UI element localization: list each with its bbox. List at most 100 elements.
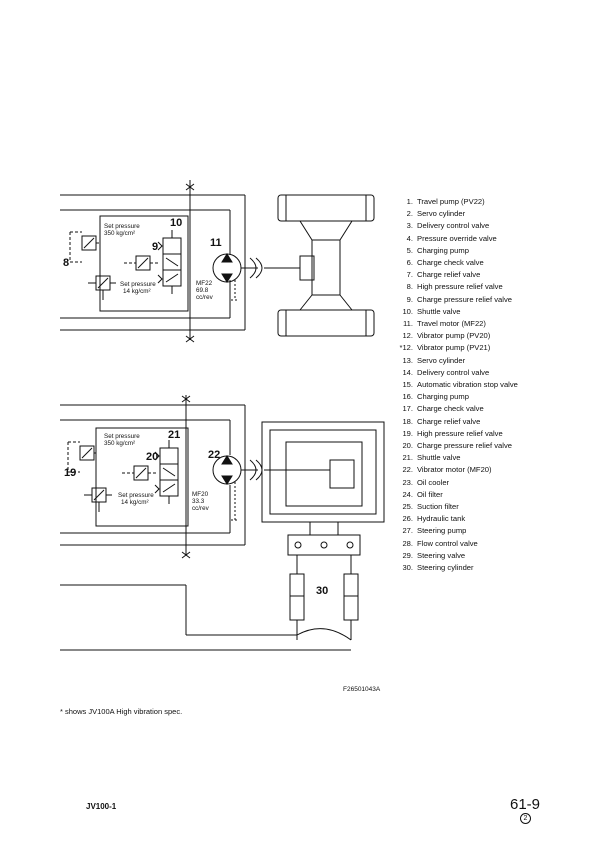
legend-item: 1. Travel pump (PV22)	[372, 196, 518, 208]
legend-label: Charge relief valve	[417, 270, 481, 280]
legend-label: High pressure relief valve	[417, 282, 503, 292]
legend-item: 16.Charging pump	[372, 391, 518, 403]
legend-number: 17.	[402, 404, 413, 414]
legend-number: 27.	[402, 526, 413, 536]
legend-number: 23.	[402, 477, 413, 487]
legend-number: 18.	[402, 416, 413, 426]
callout-21: 21	[168, 429, 180, 441]
legend-item: 30.Steering cylinder	[372, 562, 518, 574]
travel-motor-model: MF22	[196, 280, 213, 287]
legend-number: 14.	[402, 367, 413, 377]
legend-item: 17. Charge check valve	[372, 403, 518, 415]
legend-item: 13. Servo cylinder	[372, 355, 518, 367]
callout-20: 20	[146, 451, 158, 463]
legend-label: Travel motor (MF22)	[417, 319, 486, 329]
figure-id: F26501043A	[343, 686, 381, 693]
legend-label: Charge pressure relief valve	[417, 441, 512, 451]
legend-item: 23. Oil cooler	[372, 477, 518, 489]
legend-number: 30.	[402, 563, 413, 573]
vibrator-set-pressure-main: Set pressure	[104, 433, 140, 440]
legend-number: *12.	[399, 343, 413, 353]
legend-label: Servo cylinder	[417, 355, 466, 365]
legend-number: 2.	[406, 209, 413, 219]
legend-item: 6.Charge check valve	[372, 257, 518, 269]
legend-label: Charge relief valve	[417, 416, 481, 426]
callout-10: 10	[170, 217, 182, 229]
legend-label: Flow control valve	[417, 538, 478, 548]
legend-item: 19. High pressure relief valve	[372, 428, 518, 440]
legend-number: 11.	[403, 319, 413, 329]
legend-label: Steering valve	[417, 550, 466, 560]
legend-label: Vibrator pump (PV20)	[417, 331, 491, 341]
legend-item: 2. Servo cylinder	[372, 208, 518, 220]
legend-item: 11. Travel motor (MF22)	[372, 318, 518, 330]
vibrator-motor-model: MF20	[192, 491, 209, 498]
legend-label: Suction filter	[417, 502, 459, 512]
legend-number: 15.	[402, 380, 413, 390]
legend-number: 28.	[402, 538, 413, 548]
legend-number: 4.	[406, 233, 413, 243]
legend-item: 20.Charge pressure relief valve	[372, 440, 518, 452]
legend-item: 29. Steering valve	[372, 550, 518, 562]
legend-number: 26.	[402, 514, 413, 524]
legend-label: Steering pump	[417, 526, 467, 536]
legend-label: Oil filter	[417, 489, 443, 499]
legend-label: Shuttle valve	[417, 306, 461, 316]
legend-number: 10.	[402, 306, 413, 316]
vibrator-set-pressure-charge: Set pressure	[118, 492, 154, 499]
legend-label: High pressure relief valve	[417, 428, 503, 438]
vibrator-set-pressure-charge-value: 14 kg/cm²	[121, 499, 149, 506]
legend-item: 9. Charge pressure relief valve	[372, 294, 518, 306]
callout-9: 9	[152, 241, 158, 253]
travel-motor-displacement: 69.8	[196, 287, 209, 294]
legend-label: Oil cooler	[417, 477, 450, 487]
legend-label: Charge check valve	[417, 404, 484, 414]
legend-number: 1.	[406, 197, 413, 206]
legend-number: 29.	[402, 550, 413, 560]
legend-number: 8.	[406, 282, 413, 292]
legend-item: 26.Hydraulic tank	[372, 513, 518, 525]
legend-number: 19.	[402, 428, 413, 438]
legend-label: Servo cylinder	[417, 209, 466, 219]
legend-label: Charging pump	[417, 245, 469, 255]
travel-circuit	[60, 180, 375, 343]
legend-item: 22.Vibrator motor (MF20)	[372, 464, 518, 476]
legend-item: 27. Steering pump	[372, 525, 518, 537]
legend-label: Delivery control valve	[417, 367, 490, 377]
legend-label: Shuttle valve	[417, 453, 461, 463]
revision-mark: 2	[520, 813, 531, 824]
legend-item: 21.Shuttle valve	[372, 452, 518, 464]
legend-number: 9.	[406, 294, 413, 304]
callout-19: 19	[64, 467, 76, 479]
legend-number: 13.	[402, 355, 413, 365]
legend-item: 15. Automatic vibration stop valve	[372, 379, 518, 391]
vibrator-motor-unit: cc/rev	[192, 505, 210, 512]
legend-label: Vibrator motor (MF20)	[417, 465, 492, 475]
legend-item: 10. Shuttle valve	[372, 306, 518, 318]
legend-number: 3.	[406, 221, 413, 231]
legend-label: Charging pump	[417, 392, 469, 402]
legend-item: 28. Flow control valve	[372, 538, 518, 550]
steering-circuit	[60, 555, 359, 651]
vibrator-set-pressure-main-value: 350 kg/cm²	[104, 440, 135, 447]
legend-number: 25.	[402, 502, 413, 512]
legend-number: 24.	[402, 489, 413, 499]
legend-label: Automatic vibration stop valve	[417, 380, 518, 390]
legend-item: 24. Oil filter	[372, 489, 518, 501]
vibrator-motor-displacement: 33.3	[192, 498, 205, 505]
legend-label: Travel pump (PV22)	[417, 197, 485, 206]
travel-motor-unit: cc/rev	[196, 294, 214, 301]
callout-30: 30	[316, 585, 328, 597]
legend-label: Charge pressure relief valve	[417, 294, 512, 304]
legend-item: 14. Delivery control valve	[372, 367, 518, 379]
callout-11: 11	[210, 237, 222, 249]
legend-item: 7. Charge relief valve	[372, 269, 518, 281]
vibrator-circuit	[60, 395, 385, 559]
legend-item: 4.Pressure override valve	[372, 233, 518, 245]
legend-number: 6.	[406, 258, 413, 268]
legend-number: 7.	[406, 270, 413, 280]
model-label: JV100-1	[86, 802, 117, 811]
legend-number: 5.	[406, 245, 413, 255]
travel-set-pressure-charge: Set pressure	[120, 281, 156, 288]
callout-8: 8	[63, 257, 69, 269]
